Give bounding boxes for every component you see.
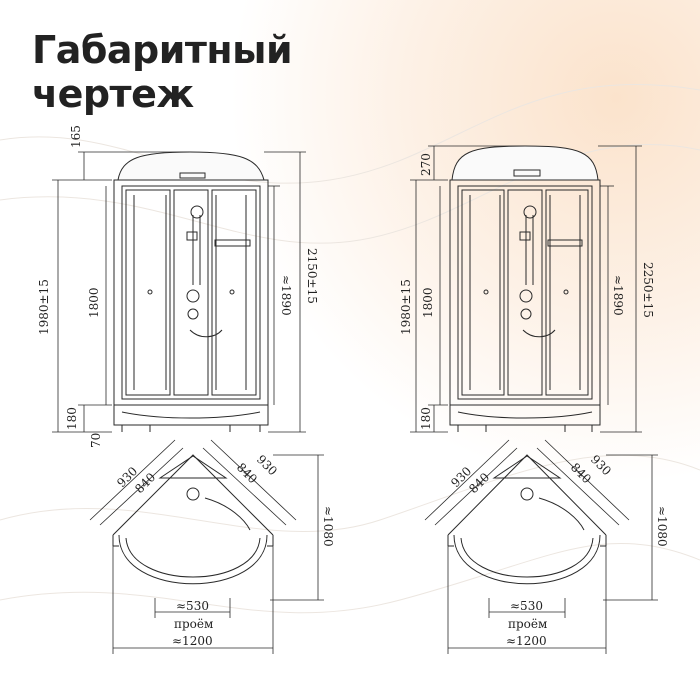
left-plan [112,454,274,585]
plan-opening-label: проём [508,617,547,631]
page-title: Габаритный чертеж [32,28,293,116]
roof-dome [451,145,599,181]
plan-opening-label: проём [174,617,213,631]
tray [113,404,269,426]
plan-width: ≈1200 [172,634,213,648]
dim-top-roof: 165 [69,125,83,148]
dim-feet: 70 [89,433,103,448]
shower-head-icon [523,205,537,219]
dim-glass-height: ≈1890 [611,275,625,316]
dim-tray: 180 [419,407,433,430]
mixer-icon [519,289,533,303]
dim-height-with-roof: 2150±15 [305,248,319,304]
cabin-frame [449,179,601,406]
tray [449,404,601,426]
title-line-2: чертеж [32,72,194,116]
plan-depth: ≈1080 [655,506,669,547]
roof-dome [117,151,265,181]
dim-cabin-inner: 1800 [421,287,435,318]
dim-cabin-inner: 1800 [87,287,101,318]
plan-opening: ≈530 [176,599,209,613]
right-plan [447,454,607,585]
dim-height-with-roof: 2250±15 [641,262,655,318]
plan-opening: ≈530 [510,599,543,613]
shower-head-icon [190,205,204,219]
dim-height-total: 1980±15 [399,279,413,335]
plan-width: ≈1200 [506,634,547,648]
dim-tray: 180 [65,407,79,430]
title-line-1: Габаритный [32,28,293,72]
dim-glass-height: ≈1890 [279,275,293,316]
dim-top-roof: 270 [419,153,433,176]
mixer-icon [186,289,200,303]
plan-depth: ≈1080 [321,506,335,547]
dim-height-total: 1980±15 [37,279,51,335]
